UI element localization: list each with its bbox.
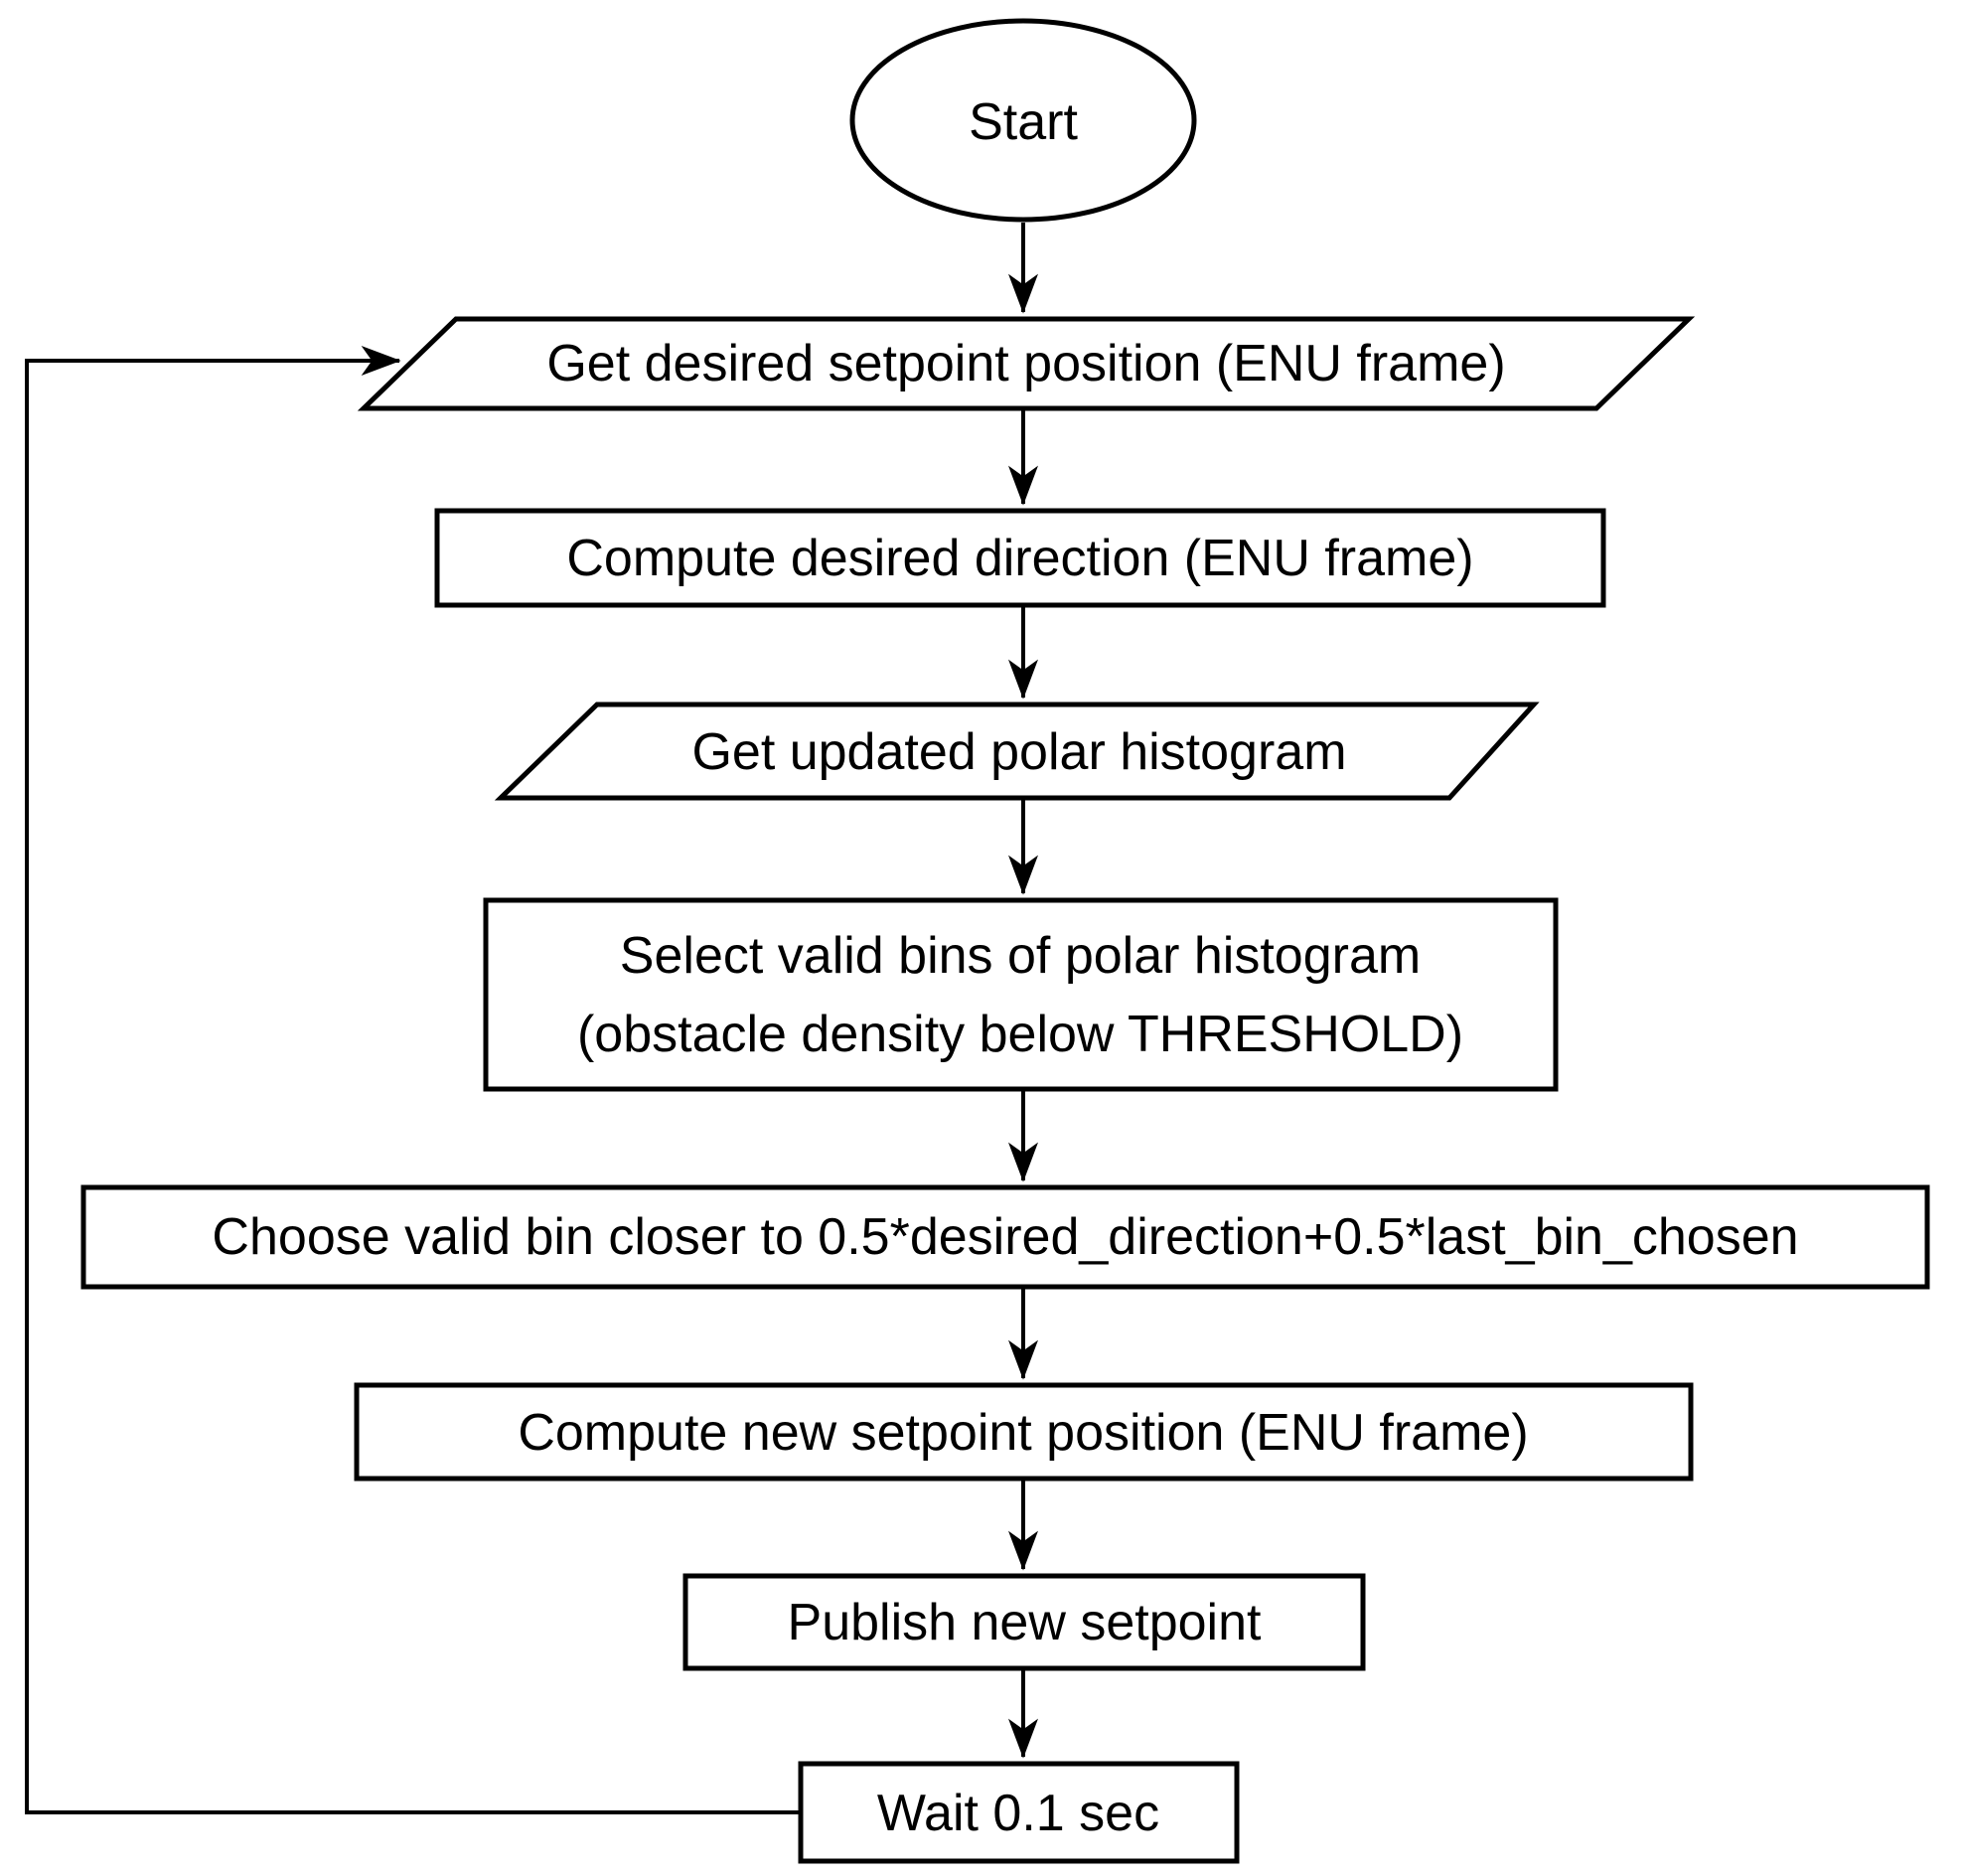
get-updated-polar-histogram-parallelogram <box>494 702 1540 801</box>
node-get-updated-polar-histogram: Get updated polar histogram <box>494 702 1540 801</box>
node-get-desired-setpoint: Get desired setpoint position (ENU frame… <box>357 316 1696 411</box>
choose-valid-bin-label: Choose valid bin closer to 0.5*desired_d… <box>212 1208 1798 1266</box>
select-valid-bins-label-line2: (obstacle density below THRESHOLD) <box>577 1006 1463 1063</box>
node-compute-desired-direction: Compute desired direction (ENU frame) <box>434 508 1606 608</box>
start-ellipse <box>849 18 1197 223</box>
node-select-valid-bins: Select valid bins of polar histogram (ob… <box>483 897 1559 1092</box>
flowchart-nodes: Start Get desired setpoint position (ENU… <box>80 18 1930 1864</box>
node-start: Start <box>849 18 1197 223</box>
select-valid-bins-label-line1: Select valid bins of polar histogram <box>620 927 1421 985</box>
edge-wait-loop-back-to-get-setpoint <box>25 346 801 1814</box>
publish-new-setpoint-box <box>682 1573 1366 1671</box>
publish-new-setpoint-label: Publish new setpoint <box>788 1594 1263 1651</box>
select-valid-bins-box <box>483 897 1559 1092</box>
choose-valid-bin-box <box>80 1184 1930 1290</box>
flowchart-edges <box>25 223 1038 1814</box>
get-updated-polar-histogram-label: Get updated polar histogram <box>691 723 1346 781</box>
compute-new-setpoint-box <box>354 1382 1694 1482</box>
node-choose-valid-bin: Choose valid bin closer to 0.5*desired_d… <box>80 1184 1930 1290</box>
wait-label: Wait 0.1 sec <box>877 1785 1159 1842</box>
compute-desired-direction-box <box>434 508 1606 608</box>
compute-desired-direction-label: Compute desired direction (ENU frame) <box>566 530 1473 587</box>
node-publish-new-setpoint: Publish new setpoint <box>682 1573 1366 1671</box>
get-desired-setpoint-label: Get desired setpoint position (ENU frame… <box>546 335 1505 392</box>
node-compute-new-setpoint: Compute new setpoint position (ENU frame… <box>354 1382 1694 1482</box>
start-label: Start <box>969 93 1078 151</box>
node-wait: Wait 0.1 sec <box>798 1761 1240 1864</box>
get-desired-setpoint-parallelogram <box>357 316 1696 411</box>
wait-box <box>798 1761 1240 1864</box>
compute-new-setpoint-label: Compute new setpoint position (ENU frame… <box>518 1404 1528 1462</box>
